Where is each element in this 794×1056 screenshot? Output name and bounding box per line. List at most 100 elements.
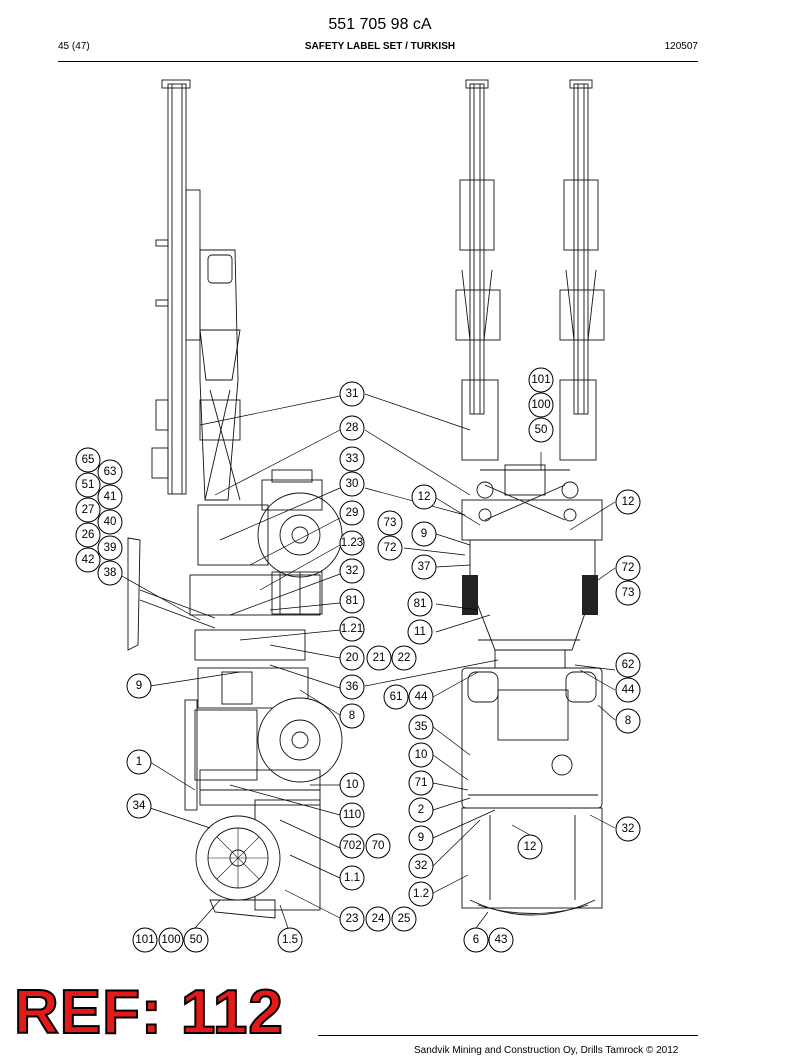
callout-35: 35 bbox=[408, 714, 434, 740]
callout-label: 9 bbox=[418, 832, 424, 844]
callout-circle bbox=[411, 484, 437, 510]
callout-circle bbox=[408, 742, 434, 768]
callout-10: 10 bbox=[339, 772, 365, 798]
callout-label: 81 bbox=[414, 598, 427, 610]
callout-label: 31 bbox=[346, 388, 359, 400]
callout-circle bbox=[158, 927, 184, 953]
callout-circle bbox=[339, 674, 365, 700]
callout-circle bbox=[408, 684, 434, 710]
callout-label: 36 bbox=[346, 681, 359, 693]
callout-label: 37 bbox=[418, 561, 431, 573]
callout-circle bbox=[366, 645, 392, 671]
callout-81: 81 bbox=[339, 588, 365, 614]
callout-20: 20 bbox=[339, 645, 365, 671]
callout-1-5: 1.5 bbox=[277, 927, 303, 953]
callout-circle bbox=[615, 816, 641, 842]
callout-circle bbox=[97, 535, 123, 561]
callout-circle bbox=[126, 673, 152, 699]
callout-63: 63 bbox=[97, 459, 123, 485]
ref-stamp: REF: 112 bbox=[13, 978, 284, 1047]
callout-circle bbox=[75, 547, 101, 573]
callout-label: 72 bbox=[622, 562, 635, 574]
callout-51: 51 bbox=[75, 472, 101, 498]
callout-label: 21 bbox=[373, 652, 386, 664]
callout-circle bbox=[407, 591, 433, 617]
callout-9: 9 bbox=[408, 825, 434, 851]
callout-circle bbox=[132, 927, 158, 953]
callout-label: 51 bbox=[82, 479, 95, 491]
callout-label: 1 bbox=[136, 756, 142, 768]
callout-50: 50 bbox=[183, 927, 209, 953]
callout-29: 29 bbox=[339, 500, 365, 526]
callout-circle bbox=[339, 772, 365, 798]
callout-label: 73 bbox=[622, 587, 635, 599]
callout-circle bbox=[488, 927, 514, 953]
callout-circle bbox=[528, 367, 554, 393]
callout-circle bbox=[377, 510, 403, 536]
callout-1: 1 bbox=[126, 749, 152, 775]
callout-label: 1.2 bbox=[413, 888, 429, 900]
callout-62: 62 bbox=[615, 652, 641, 678]
callout-label: 100 bbox=[161, 934, 180, 946]
callout-label: 41 bbox=[104, 491, 117, 503]
callout-28: 28 bbox=[339, 415, 365, 441]
callout-circle bbox=[408, 853, 434, 879]
callout-label: 32 bbox=[346, 565, 359, 577]
callout-101: 101 bbox=[132, 927, 158, 953]
callout-circle bbox=[339, 703, 365, 729]
callout-label: 22 bbox=[398, 652, 411, 664]
callout-circle bbox=[97, 560, 123, 586]
callout-label: 101 bbox=[531, 374, 550, 386]
callout-circle bbox=[377, 535, 403, 561]
callout-1-2: 1.2 bbox=[408, 881, 434, 907]
callout-label: 43 bbox=[495, 934, 508, 946]
callout-label: 61 bbox=[390, 691, 403, 703]
callout-label: 20 bbox=[346, 652, 359, 664]
callout-label: 10 bbox=[346, 779, 359, 791]
callout-circle bbox=[615, 677, 641, 703]
callout-label: 72 bbox=[384, 542, 397, 554]
callout-6: 6 bbox=[463, 927, 489, 953]
callout-circle bbox=[75, 497, 101, 523]
callout-label: 40 bbox=[104, 516, 117, 528]
callout-circle bbox=[408, 881, 434, 907]
callout-label: 25 bbox=[398, 913, 411, 925]
callout-label: 73 bbox=[384, 517, 397, 529]
callout-circle bbox=[339, 415, 365, 441]
callout-label: 32 bbox=[415, 860, 428, 872]
callout-101: 101 bbox=[528, 367, 554, 393]
callout-label: 63 bbox=[104, 466, 117, 478]
callout-circle bbox=[411, 554, 437, 580]
callout-circle bbox=[126, 749, 152, 775]
callout-40: 40 bbox=[97, 509, 123, 535]
callout-label: 12 bbox=[418, 491, 431, 503]
callout-label: 35 bbox=[415, 721, 428, 733]
callout-23: 23 bbox=[339, 906, 365, 932]
callout-33: 33 bbox=[339, 446, 365, 472]
top-view-machine bbox=[455, 79, 605, 916]
callout-label: 9 bbox=[421, 528, 427, 540]
callout-32: 32 bbox=[408, 853, 434, 879]
callout-73: 73 bbox=[615, 580, 641, 606]
callout-label: 28 bbox=[346, 422, 359, 434]
callout-39: 39 bbox=[97, 535, 123, 561]
leader-lines bbox=[119, 393, 616, 929]
callout-label: 23 bbox=[346, 913, 359, 925]
callout-label: 27 bbox=[82, 504, 95, 516]
callout-circle bbox=[365, 833, 391, 859]
callout-circle bbox=[408, 797, 434, 823]
callout-32: 32 bbox=[615, 816, 641, 842]
callout-label: 70 bbox=[372, 840, 385, 852]
callout-circle bbox=[126, 793, 152, 819]
callout-circle bbox=[391, 645, 417, 671]
callout-circle bbox=[339, 558, 365, 584]
callout-circle bbox=[383, 684, 409, 710]
callout-10: 10 bbox=[408, 742, 434, 768]
callout-70: 70 bbox=[365, 833, 391, 859]
callout-42: 42 bbox=[75, 547, 101, 573]
callout-circle bbox=[411, 521, 437, 547]
callout-31: 31 bbox=[339, 381, 365, 407]
callout-34: 34 bbox=[126, 793, 152, 819]
callout-21: 21 bbox=[366, 645, 392, 671]
